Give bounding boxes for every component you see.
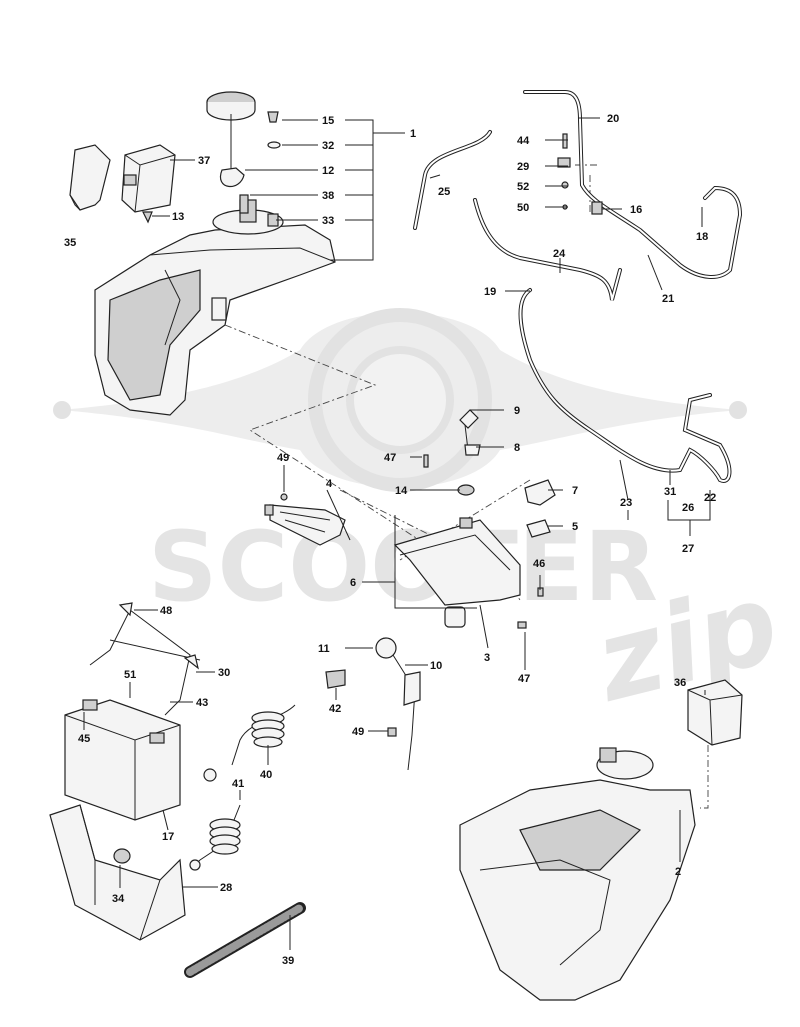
callout-36: 36 — [674, 677, 686, 689]
callout-46: 46 — [533, 558, 545, 570]
callout-17: 17 — [162, 831, 174, 843]
callout-41: 41 — [232, 778, 244, 790]
callout-44: 44 — [517, 135, 530, 147]
callout-30: 30 — [218, 667, 230, 679]
callout-47-top: 47 — [384, 452, 396, 464]
callout-25: 25 — [438, 186, 450, 198]
relay-box-37 — [121, 144, 176, 213]
callout-39: 39 — [282, 955, 294, 967]
callout-38: 38 — [322, 190, 334, 202]
callout-23: 23 — [620, 497, 632, 509]
callout-42: 42 — [329, 703, 341, 715]
callout-40: 40 — [260, 769, 272, 781]
callout-15: 15 — [322, 115, 334, 127]
callout-3: 3 — [484, 652, 490, 664]
battery-bracket — [89, 602, 201, 716]
battery-17 — [64, 699, 181, 821]
callout-leaders — [83, 117, 711, 950]
callout-35: 35 — [64, 237, 76, 249]
callout-18: 18 — [696, 231, 708, 243]
callout-29: 29 — [517, 161, 529, 173]
callout-14: 14 — [395, 485, 408, 497]
callout-28: 28 — [220, 882, 232, 894]
fuel-hoses — [413, 90, 743, 483]
callout-47-bottom: 47 — [518, 673, 530, 685]
callout-8: 8 — [514, 442, 520, 454]
callout-6: 6 — [350, 577, 356, 589]
callout-49-bottom: 49 — [352, 726, 364, 738]
callout-12: 12 — [322, 165, 334, 177]
callout-2: 2 — [675, 866, 681, 878]
callout-26: 26 — [682, 502, 694, 514]
callout-24: 24 — [553, 248, 566, 260]
callout-32: 32 — [322, 140, 334, 152]
callout-34: 34 — [112, 893, 125, 905]
callout-37: 37 — [198, 155, 210, 167]
callout-51: 51 — [124, 669, 136, 681]
fuel-cap — [206, 91, 256, 188]
watermark-brand: SCOOTER — [148, 511, 658, 623]
throttle-assembly — [325, 637, 421, 771]
small-fasteners-top — [142, 111, 281, 227]
fuel-tank-assembly — [94, 199, 336, 416]
callout-43: 43 — [196, 697, 208, 709]
callout-45: 45 — [78, 733, 90, 745]
callout-21: 21 — [662, 293, 674, 305]
callout-20: 20 — [607, 113, 619, 125]
callout-9: 9 — [514, 405, 520, 417]
callout-7: 7 — [572, 485, 578, 497]
callout-16: 16 — [630, 204, 642, 216]
callout-10: 10 — [430, 660, 442, 672]
wiring-harness-4 — [264, 493, 346, 546]
callout-52: 52 — [517, 181, 529, 193]
callout-22: 22 — [704, 492, 716, 504]
battery-tray-28 — [49, 804, 186, 941]
callout-31: 31 — [664, 486, 676, 498]
callout-33: 33 — [322, 215, 334, 227]
spark-plug-cable-40 — [203, 704, 296, 782]
callout-1: 1 — [410, 128, 416, 140]
callout-13: 13 — [172, 211, 184, 223]
callout-49-top: 49 — [277, 452, 289, 464]
callout-48: 48 — [160, 605, 172, 617]
callout-5: 5 — [572, 521, 578, 533]
relay-36 — [687, 679, 743, 746]
ribbed-hose-39 — [184, 902, 306, 978]
callout-numbers: 1 2 3 4 5 6 7 8 9 10 11 12 13 14 15 16 1… — [64, 113, 716, 967]
callout-4: 4 — [326, 478, 333, 490]
callout-19: 19 — [484, 286, 496, 298]
callout-50: 50 — [517, 202, 529, 214]
fuel-tank-2 — [459, 747, 696, 1001]
bracket-35 — [69, 144, 111, 211]
fuel-valve-assembly — [393, 409, 556, 629]
callout-11: 11 — [318, 643, 330, 655]
ignition-cable-41 — [189, 804, 241, 871]
callout-27: 27 — [682, 543, 694, 555]
